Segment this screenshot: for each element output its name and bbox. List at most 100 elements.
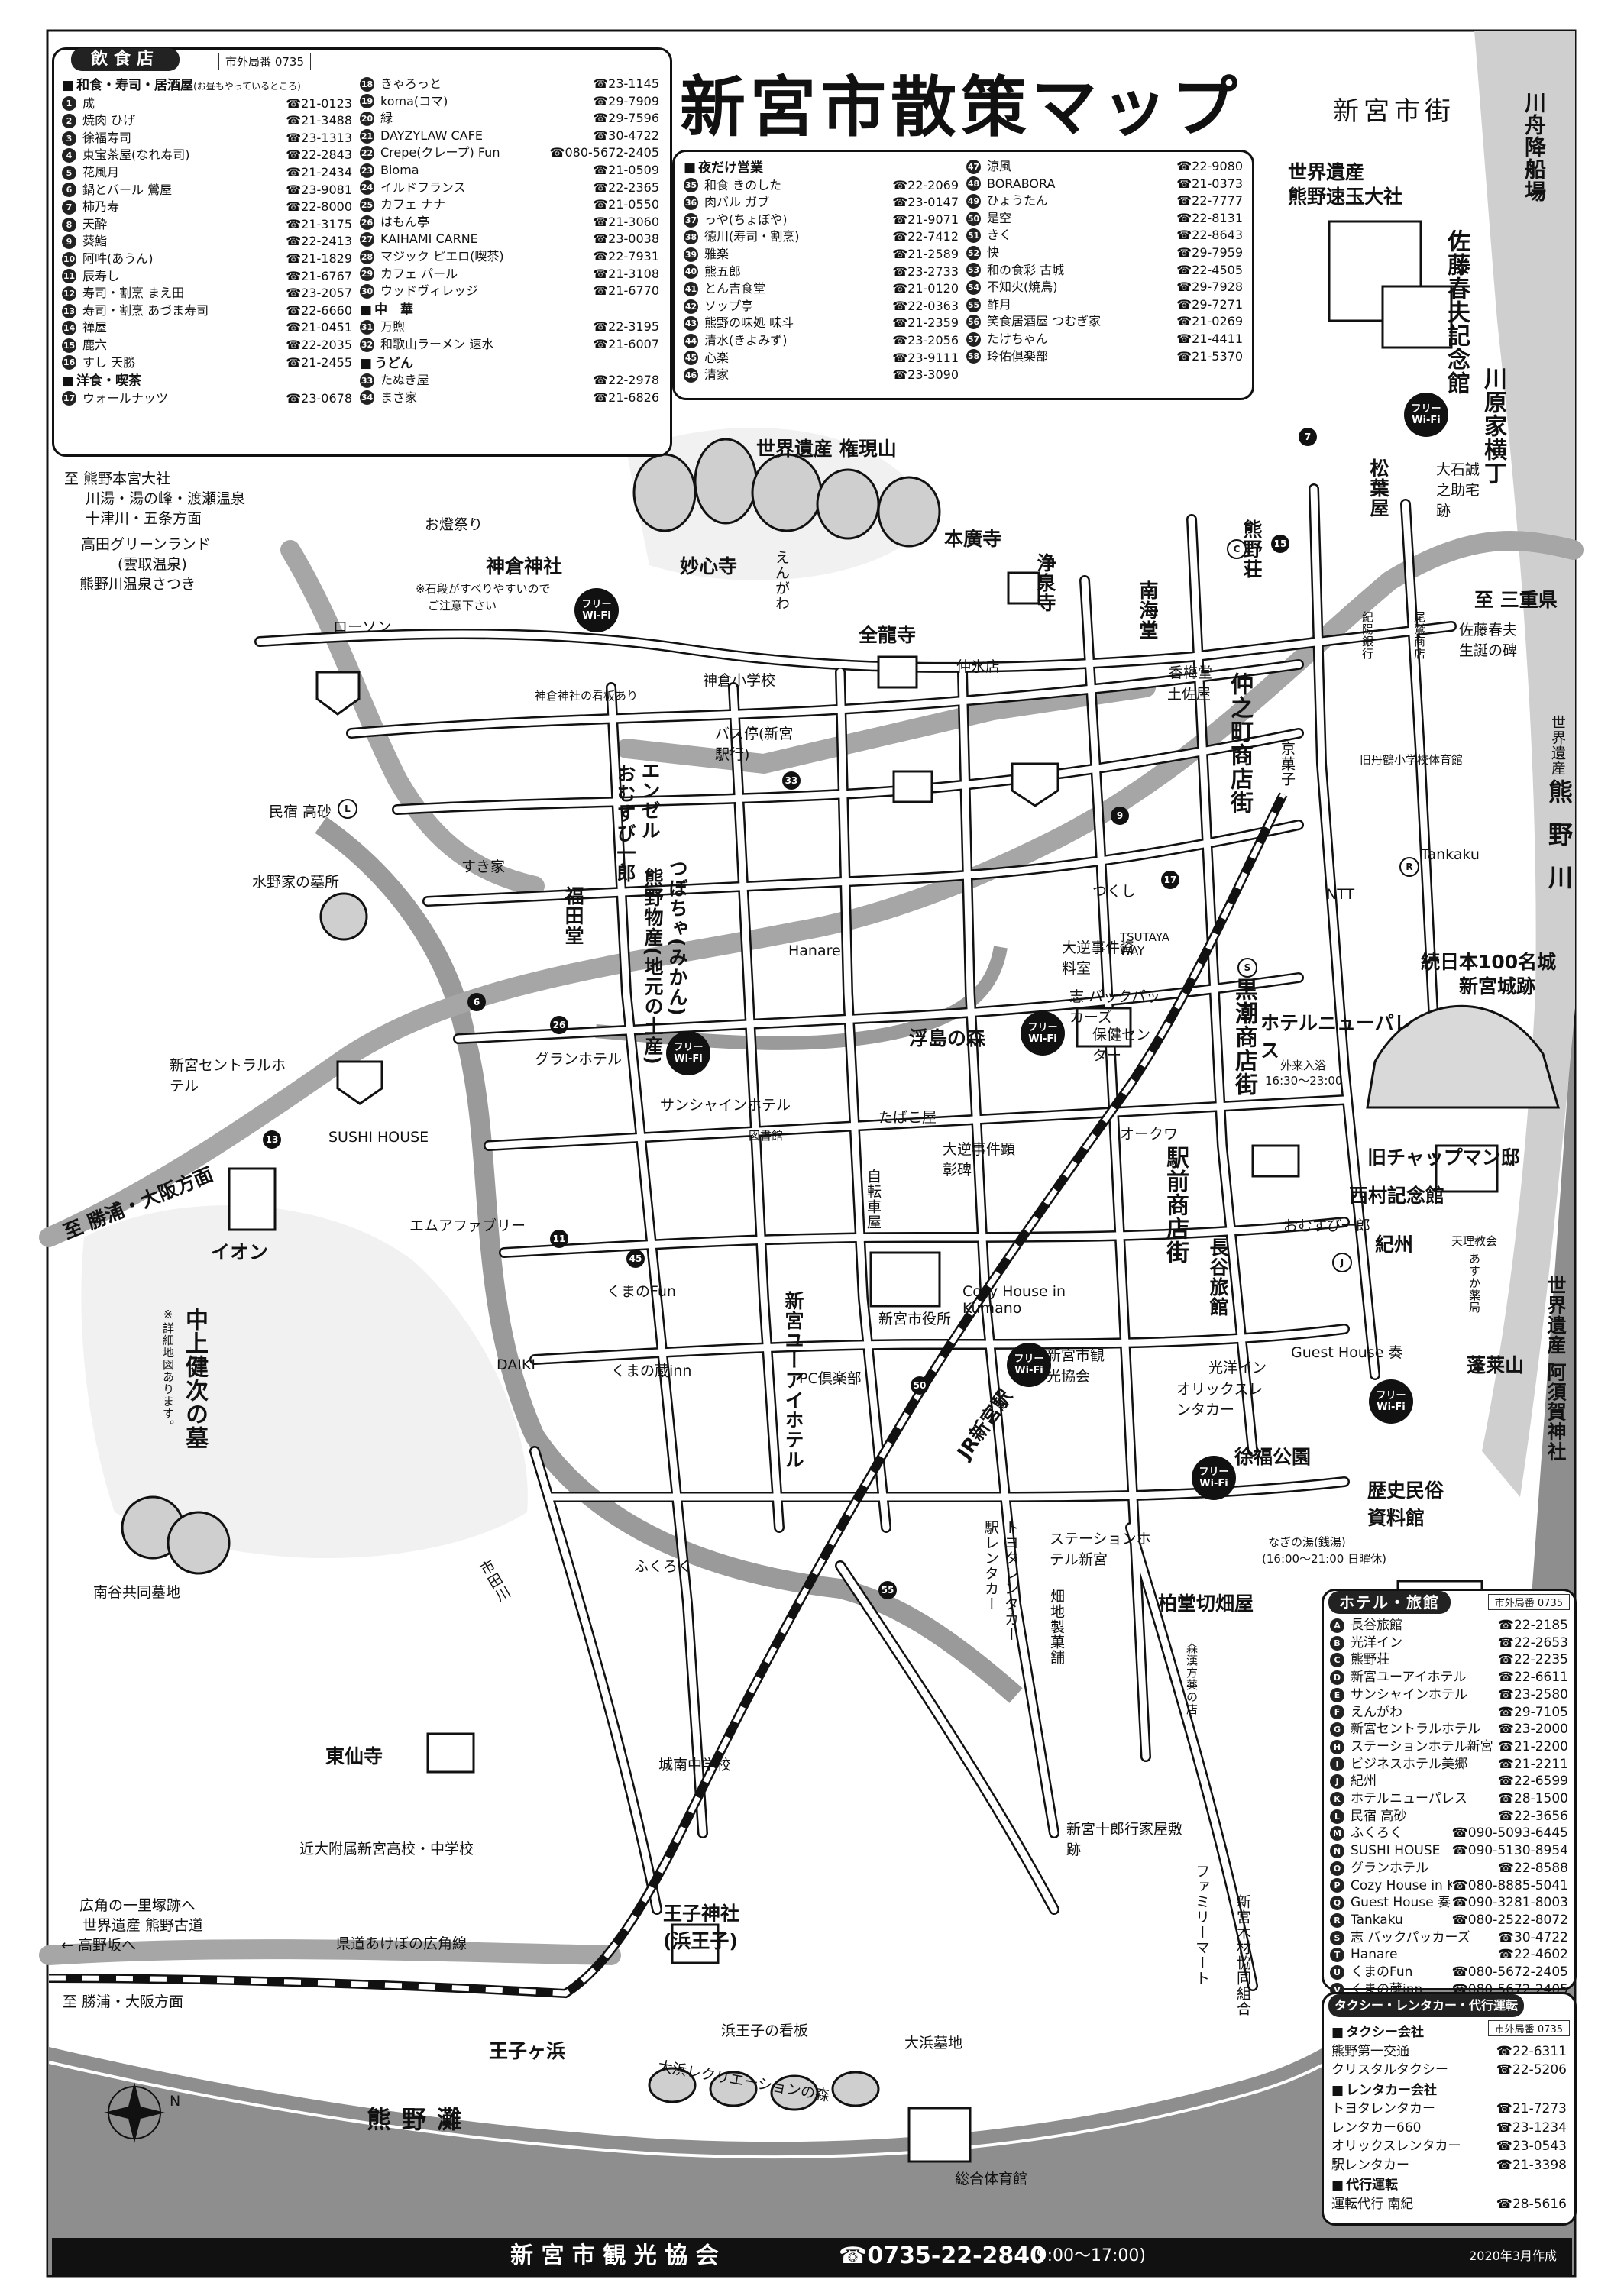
label-tsukushi: つくし xyxy=(1092,883,1137,900)
label-jofuku: 徐福公園 xyxy=(1234,1446,1312,1468)
item-number: K xyxy=(1330,1791,1344,1806)
item-number: 44 xyxy=(684,333,698,348)
taxi-list: タクシー・レンタカー・代行運転 市外局番 0735 タクシー会社熊野第一交通☎2… xyxy=(1322,1992,1577,2226)
label-bussan: 熊野物産(地元の土産) xyxy=(642,868,664,1065)
item-name: ふくろく xyxy=(1351,1825,1402,1841)
item-number: R xyxy=(1330,1913,1344,1928)
map-pin-hotel: J xyxy=(1332,1253,1352,1272)
label-nishimura: 西村記念館 xyxy=(1349,1185,1445,1207)
section-heading: レンタカー会社 xyxy=(1331,2081,1567,2100)
item-number: 22 xyxy=(360,146,374,161)
item-name: グランホテル xyxy=(1351,1860,1428,1876)
label-jousen: 浄泉寺 xyxy=(1034,553,1056,613)
area-code: 市外局番 0735 xyxy=(218,53,311,70)
label-nakagami-note: ※詳細地図あります。 xyxy=(161,1308,175,1432)
label-cozy: Cozy House in Kumano xyxy=(962,1283,1066,1317)
item-tel: ☎22-2978 xyxy=(593,373,659,388)
item-name: イルドフランス xyxy=(380,179,466,195)
map-pin: 17 xyxy=(1161,871,1179,889)
item-tel: ☎23-9081 xyxy=(286,182,352,197)
item-name: 花風月 xyxy=(82,164,120,179)
label-hayatama: 熊野速玉大社 xyxy=(1288,186,1403,208)
label-hongu: 至 熊野本宮大社 xyxy=(64,470,171,487)
label-toyota: トヨタレンタカー xyxy=(1002,1520,1019,1642)
label-seimei: 森漢方薬の店 xyxy=(1185,1642,1199,1715)
item-tel: ☎23-2057 xyxy=(286,286,352,301)
section-heading: タクシー会社 xyxy=(1331,2023,1567,2042)
item-name: はもん亭 xyxy=(380,214,430,229)
item-number: 45 xyxy=(684,351,698,366)
label-tosenji: 東仙寺 xyxy=(325,1745,383,1767)
item-number: 25 xyxy=(360,197,374,212)
label-johnan: 城南中学校 xyxy=(658,1757,732,1774)
item-number: 51 xyxy=(966,228,981,244)
label-ouji: 王子神社(浜王子) xyxy=(663,1903,740,1952)
label-tenri: 天理教会 xyxy=(1451,1234,1498,1248)
item-tel: ☎22-3195 xyxy=(593,319,659,335)
label-hanare: Hanare xyxy=(788,943,841,959)
label-kokoro: 志 バックパッカーズ xyxy=(1069,988,1161,1026)
item-name: 熊野の味処 味斗 xyxy=(704,315,794,331)
item-tel: ☎21-0373 xyxy=(1176,176,1243,191)
item-name: 是空 xyxy=(987,210,1012,225)
item-number: C xyxy=(1330,1653,1344,1668)
item-name: Hanare xyxy=(1351,1947,1398,1963)
item-number: 43 xyxy=(684,316,698,331)
item-number: 15 xyxy=(62,338,76,353)
label-omusubi: おむすび一郎 xyxy=(1283,1217,1371,1234)
item-tel: ☎23-2056 xyxy=(892,332,959,348)
item-number: F xyxy=(1330,1705,1344,1720)
label-bus: バス停(新宮駅行) xyxy=(715,726,794,763)
item-tel: ☎21-9071 xyxy=(892,212,959,227)
item-tel: ☎21-2455 xyxy=(286,354,352,370)
item-tel: ☎22-6599 xyxy=(1497,1774,1568,1790)
map-title: 新宮市散策マップ xyxy=(680,70,1242,146)
map-pin-hotel: R xyxy=(1399,857,1419,877)
label-shiro2: 新宮城跡 xyxy=(1459,975,1536,997)
label-lawson: ローソン xyxy=(333,619,392,635)
label-oishi: 大石誠之助宅跡 xyxy=(1436,461,1480,519)
label-sekai-kumanogawa: 世界遺産 xyxy=(1549,715,1566,776)
item-tel: ☎080-5672-2405 xyxy=(549,145,659,160)
label-angel: エンゼル xyxy=(639,761,661,840)
label-mikan: つぼちゃ(みかん) xyxy=(666,858,688,1017)
item-name: 笑食居酒屋 つむぎ家 xyxy=(987,314,1102,329)
item-number: 42 xyxy=(684,299,698,314)
item-number: 16 xyxy=(62,355,76,370)
item-tel: ☎22-7412 xyxy=(892,229,959,244)
label-ekimae: 駅前商店街 xyxy=(1162,1146,1189,1264)
label-gaiburo: 外来入浴 xyxy=(1280,1059,1327,1072)
item-tel: ☎30-4722 xyxy=(1497,1929,1568,1945)
item-number: 24 xyxy=(360,180,374,196)
label-station-hotel: ステーションホテル新宮 xyxy=(1050,1531,1151,1568)
label-aruba: 新宮木材協同組合 xyxy=(1234,1894,1251,2016)
item-tel: ☎23-0543 xyxy=(1496,2139,1567,2154)
item-name: 天酔 xyxy=(82,216,108,231)
label-daiki: DAIKI xyxy=(497,1356,535,1373)
footer-tel: ☎0735-22-2840 xyxy=(839,2242,1047,2269)
item-number: 40 xyxy=(684,264,698,280)
item-tel: ☎22-8131 xyxy=(1176,210,1243,225)
item-tel: ☎22-2653 xyxy=(1497,1634,1568,1651)
